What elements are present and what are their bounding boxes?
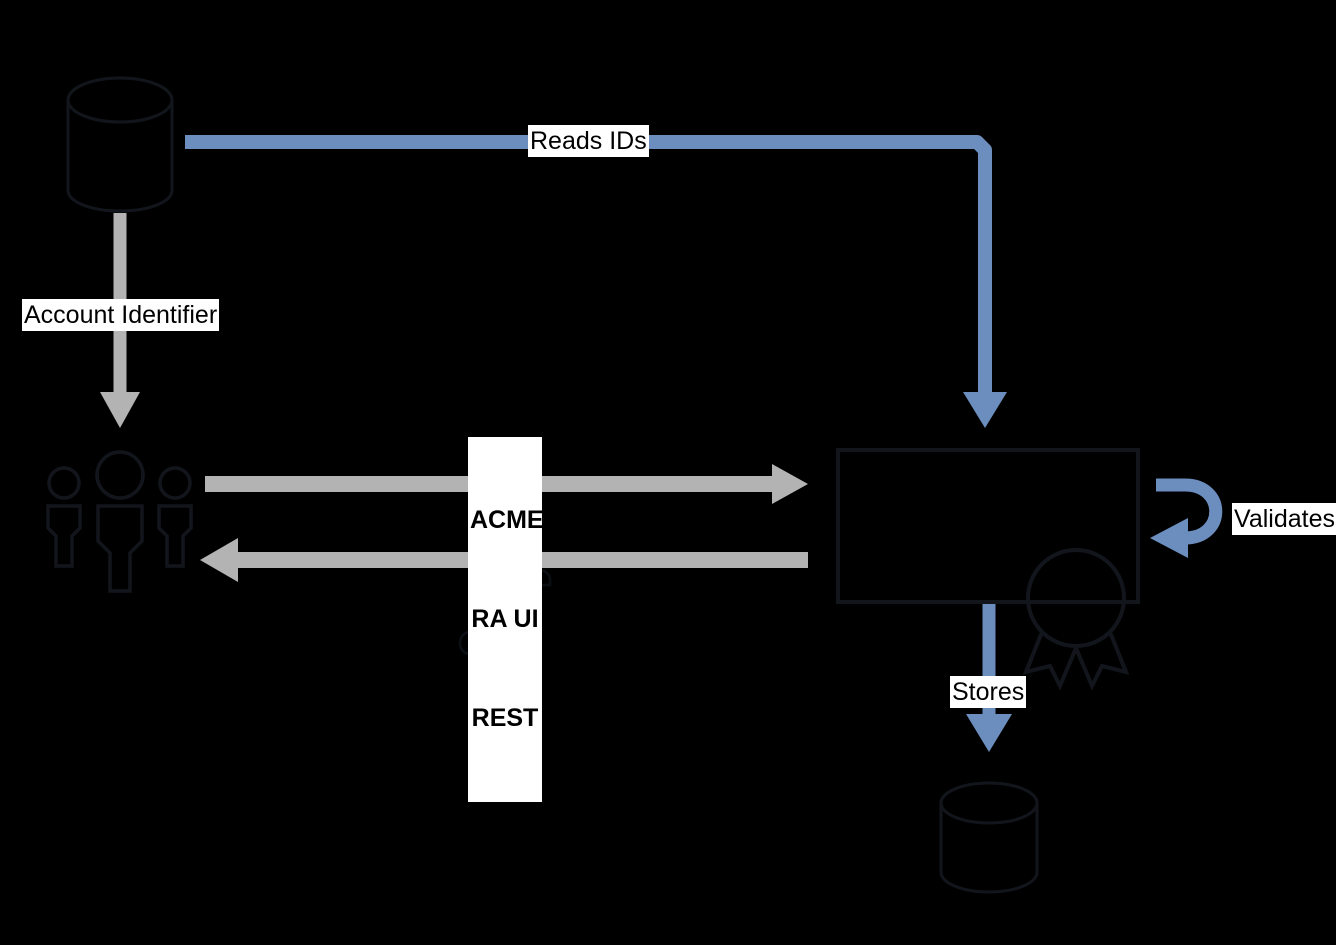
reads-ids-arrowhead xyxy=(963,392,1007,428)
user-right-body xyxy=(157,504,193,568)
user-left-body xyxy=(46,504,82,568)
account-identifier-arrowhead xyxy=(100,392,140,428)
acme-label-line-1: ACME xyxy=(470,506,544,534)
user-left-head xyxy=(47,466,81,500)
user-center-head xyxy=(95,450,145,500)
acme-label-line-2: RA UI xyxy=(471,605,539,633)
source-db-top xyxy=(66,76,174,124)
edge-reads-ids xyxy=(185,135,1007,428)
edge-label-validates: Validates xyxy=(1232,503,1336,535)
edge-label-stores: Stores xyxy=(950,676,1027,708)
edge-label-reads-ids: Reads IDs xyxy=(528,125,649,157)
acme-request-arrowhead xyxy=(772,464,808,504)
service-box-outline xyxy=(836,448,1140,604)
store-db-top xyxy=(939,781,1039,825)
certificate-store-icon[interactable] xyxy=(939,781,1039,894)
acme-response-arrowhead xyxy=(200,538,238,582)
acme-label-line-3: REST xyxy=(471,704,539,732)
user-center-body xyxy=(96,504,144,593)
reads-ids-line xyxy=(185,135,992,400)
users-group-icon[interactable] xyxy=(46,450,193,593)
badge-ribbon-left xyxy=(1022,631,1078,691)
store-db-body xyxy=(939,803,1039,894)
source-db-body xyxy=(66,100,174,213)
edge-label-account-identifier: Account Identifier xyxy=(22,299,220,331)
validates-loop-line xyxy=(1156,478,1223,545)
database-icon[interactable] xyxy=(66,76,174,213)
award-badge-icon xyxy=(1022,548,1130,691)
edge-label-acme-ra-ui-rest: ACME RA UI REST xyxy=(468,437,544,802)
badge-ribbon-right xyxy=(1074,631,1130,691)
badge-circle xyxy=(1026,548,1126,648)
user-right-head xyxy=(158,466,192,500)
edge-validates xyxy=(1150,478,1223,558)
stores-arrowhead xyxy=(966,714,1012,752)
validates-arrowhead xyxy=(1150,518,1188,558)
acme-ra-service-box[interactable] xyxy=(836,448,1140,604)
